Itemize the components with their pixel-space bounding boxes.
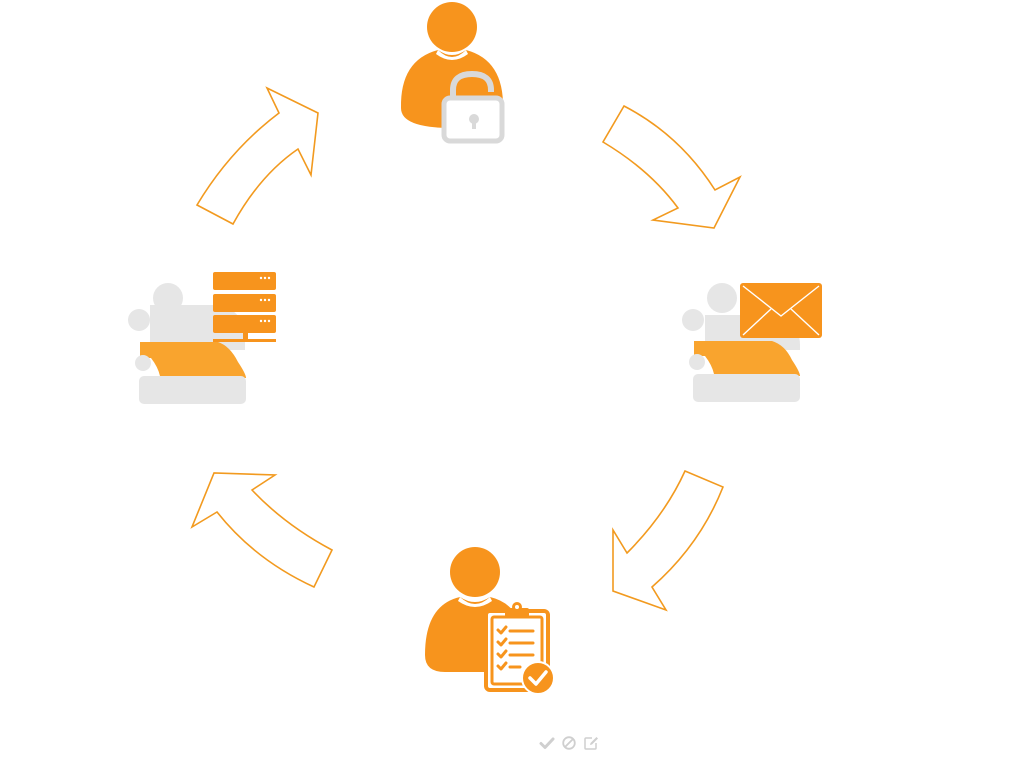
server-storage-node [128, 272, 276, 404]
arrow-right-to-bottom [612, 469, 725, 612]
reject-button[interactable] [560, 734, 578, 752]
diagram-toolbar [538, 734, 600, 752]
clipboard-checklist-icon [484, 602, 555, 695]
send-mail-node [682, 283, 822, 402]
user-checklist-node [425, 547, 555, 695]
unlocked-padlock-icon [441, 70, 505, 144]
envelope-icon [740, 283, 822, 338]
arrow-top-to-right [601, 104, 742, 229]
edit-button[interactable] [582, 734, 600, 752]
arrow-bottom-to-left [190, 472, 334, 589]
edit-icon [584, 737, 598, 750]
user-unlock-node [400, 2, 505, 144]
server-stack-icon [213, 272, 276, 342]
approve-button[interactable] [538, 734, 556, 752]
check-icon [539, 737, 555, 749]
ban-icon [562, 736, 576, 750]
arrow-left-to-top [195, 86, 319, 226]
group-icon [128, 283, 246, 404]
